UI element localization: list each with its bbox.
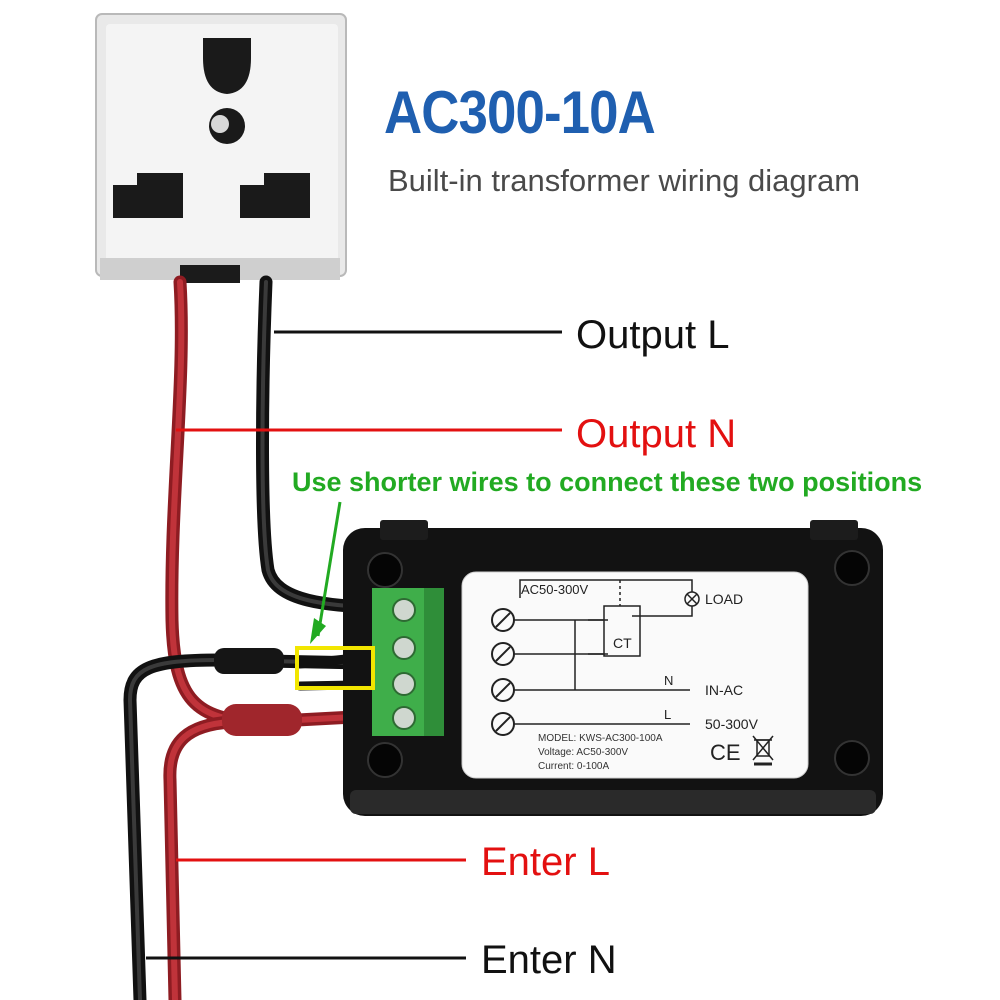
- page-subtitle: Built-in transformer wiring diagram: [388, 163, 861, 198]
- label-enter-n: Enter N: [481, 938, 617, 982]
- jumper-highlight-box: [295, 646, 375, 690]
- label-enter-l: Enter L: [481, 840, 610, 884]
- ce-mark: CE: [710, 740, 741, 765]
- label-voltage-range: AC50-300V: [521, 582, 589, 597]
- page-title: AC300-10A: [384, 79, 656, 146]
- label-ct: CT: [613, 635, 632, 651]
- label-voltage: Voltage: AC50-300V: [538, 747, 628, 758]
- weee-bin-icon: [752, 735, 774, 766]
- label-model: MODEL: KWS-AC300-100A: [538, 733, 663, 744]
- label-l: L: [664, 707, 671, 722]
- outlet-socket: [95, 13, 347, 283]
- label-load: LOAD: [705, 591, 743, 607]
- label-in-voltage: 50-300V: [705, 716, 759, 732]
- wiring-note: Use shorter wires to connect these two p…: [292, 467, 923, 497]
- label-n: N: [664, 673, 673, 688]
- note-arrow-icon: [310, 501, 342, 644]
- power-meter-device: AC50-300V LOAD CT N IN-AC L 50-300V MODE…: [343, 520, 883, 816]
- leader-lines: [146, 330, 562, 960]
- label-output-l: Output L: [576, 313, 730, 357]
- label-in-ac: IN-AC: [705, 682, 743, 698]
- label-current: Current: 0-100A: [538, 761, 609, 772]
- label-output-n: Output N: [576, 412, 737, 456]
- wires: [123, 275, 419, 1000]
- device-label: [461, 571, 809, 779]
